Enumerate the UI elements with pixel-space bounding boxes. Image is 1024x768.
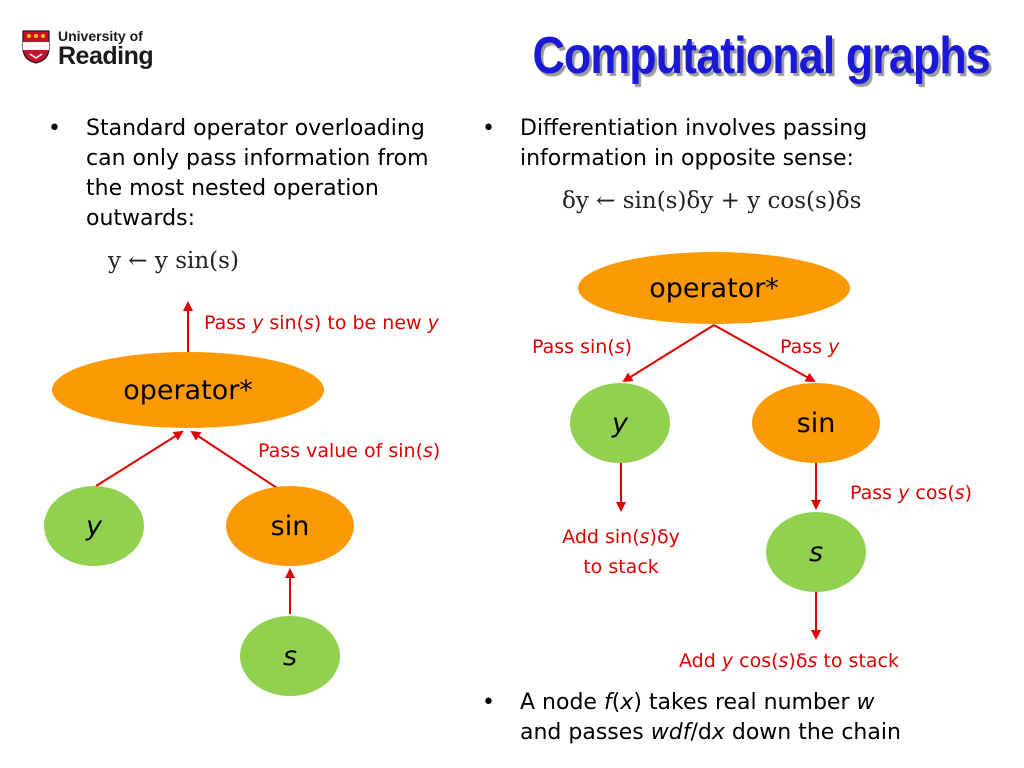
right-formula: δy ← sin(s)δy + y cos(s)δs (562, 188, 862, 214)
right-s-node: s (766, 512, 866, 592)
left-operator-node: operator* (52, 352, 324, 428)
bullet-dot: • (482, 690, 495, 715)
label-add-ycos: Add y cos(s)δs to stack (679, 650, 899, 672)
right-bullet: • Differentiation involves passing infor… (482, 114, 952, 174)
logo-line1: University of (58, 28, 143, 44)
left-formula: y ← y sin(s) (108, 248, 239, 274)
arrow-y-to-operator (95, 430, 184, 487)
left-bullet: • Standard operator overloading can only… (48, 114, 448, 234)
label-pass-new-y: Pass y sin(s) to be new y (204, 312, 439, 334)
right-y-node: y (570, 383, 670, 463)
arrow-operator-to-sin (713, 324, 816, 382)
left-sin-node: sin (226, 486, 354, 566)
arrow-operator-to-y (622, 324, 715, 383)
crest-icon (22, 30, 50, 64)
right-sin-node: sin (752, 383, 880, 463)
label-pass-ycos: Pass y cos(s) (850, 482, 973, 504)
arrow-sin-to-operator (190, 430, 281, 491)
left-y-node: y (44, 486, 144, 566)
slide-title: Computational graphs (532, 27, 991, 85)
left-bullet-text: Standard operator overloading can only p… (86, 116, 429, 231)
label-pass-y: Pass y (780, 336, 840, 358)
right-bullet-text: Differentiation involves passing informa… (520, 116, 868, 171)
left-s-node: s (240, 616, 340, 696)
university-logo: University of Reading (22, 26, 162, 76)
bullet-dot: • (48, 116, 61, 141)
label-pass-value-sin: Pass value of sin(s) (258, 440, 441, 462)
logo-line2: Reading (58, 42, 154, 70)
right-operator-node: operator* (578, 252, 850, 324)
label-pass-sin: Pass sin(s) (532, 336, 633, 358)
bullet-dot: • (482, 116, 495, 141)
